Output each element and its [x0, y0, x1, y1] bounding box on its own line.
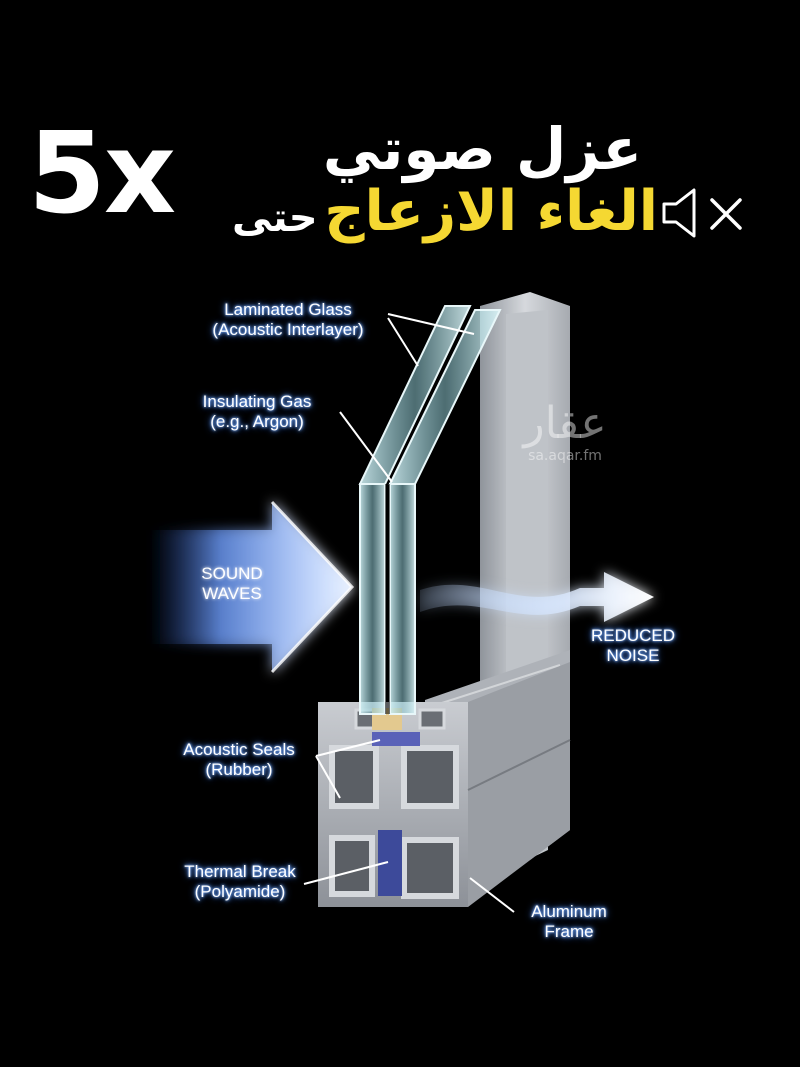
watermark-url: sa.aqar.fm [528, 448, 602, 464]
headline-prefix: حتى [232, 195, 318, 241]
label-acoustic-seals: Acoustic Seals (Rubber) [183, 740, 295, 779]
aqar-watermark: عقار sa.aqar.fm [500, 398, 630, 465]
headline-sound-insulation: عزل صوتي [322, 115, 642, 183]
label-aluminum-frame: Aluminum Frame [531, 902, 607, 941]
headline-noise-cancel: الغاء الازعاج [324, 179, 658, 244]
headline-multiplier: 5x [28, 109, 176, 239]
window-cross-section-diagram [150, 292, 654, 913]
sound-waves-arrow [150, 500, 355, 674]
speaker-mute-icon [662, 188, 742, 238]
label-reduced-noise: REDUCED NOISE [590, 626, 676, 665]
leader-lines [303, 313, 515, 913]
label-insulating-gas: Insulating Gas (e.g., Argon) [202, 392, 312, 431]
label-sound-waves: SOUND WAVES [201, 564, 263, 603]
reduced-noise-arrow [420, 572, 654, 622]
aluminum-frame [318, 292, 571, 907]
watermark-brand: عقار [523, 398, 607, 449]
label-laminated-glass: Laminated Glass (Acoustic Interlayer) [212, 300, 364, 339]
laminated-glass-panes [358, 305, 502, 715]
label-thermal-break: Thermal Break (Polyamide) [184, 862, 296, 901]
